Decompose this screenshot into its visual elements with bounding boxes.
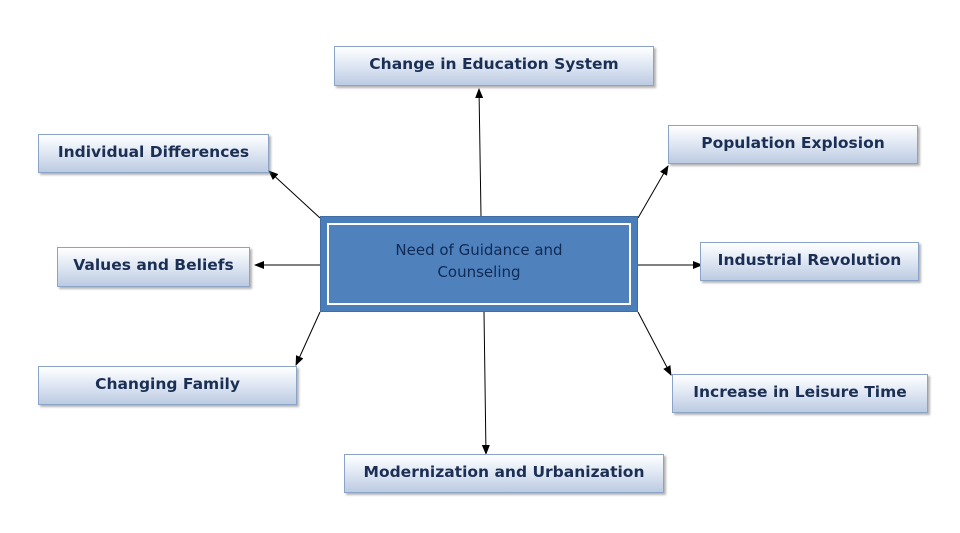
node-values-and-beliefs: Values and Beliefs <box>57 247 250 287</box>
arrow-to-leisure <box>637 311 672 376</box>
node-population-explosion: Population Explosion <box>668 125 918 164</box>
node-increase-in-leisure-time: Increase in Leisure Time <box>672 374 928 413</box>
node-label: Industrial Revolution <box>717 250 902 269</box>
node-label: Increase in Leisure Time <box>693 382 907 401</box>
center-node: Need of Guidance and Counseling <box>320 216 638 312</box>
node-industrial-revolution: Industrial Revolution <box>700 242 919 281</box>
center-node-inner: Need of Guidance and Counseling <box>327 223 631 305</box>
arrow-to-modernization <box>481 311 490 455</box>
center-node-label: Need of Guidance and Counseling <box>395 241 563 281</box>
arrow-to-individual <box>268 170 321 219</box>
node-label: Change in Education System <box>369 55 619 73</box>
node-modernization-and-urbanization: Modernization and Urbanization <box>344 454 664 493</box>
node-label: Values and Beliefs <box>73 256 234 274</box>
node-changing-family: Changing Family <box>38 366 297 405</box>
node-change-in-education-system: Change in Education System <box>334 46 654 86</box>
arrow-to-education <box>475 88 484 217</box>
node-label: Modernization and Urbanization <box>363 462 645 481</box>
node-label: Individual Differences <box>57 142 250 161</box>
arrow-to-family <box>295 311 321 366</box>
arrow-to-population <box>637 165 669 219</box>
node-label: Changing Family <box>95 374 240 393</box>
node-individual-differences: Individual Differences <box>38 134 269 173</box>
node-label: Population Explosion <box>701 133 885 152</box>
